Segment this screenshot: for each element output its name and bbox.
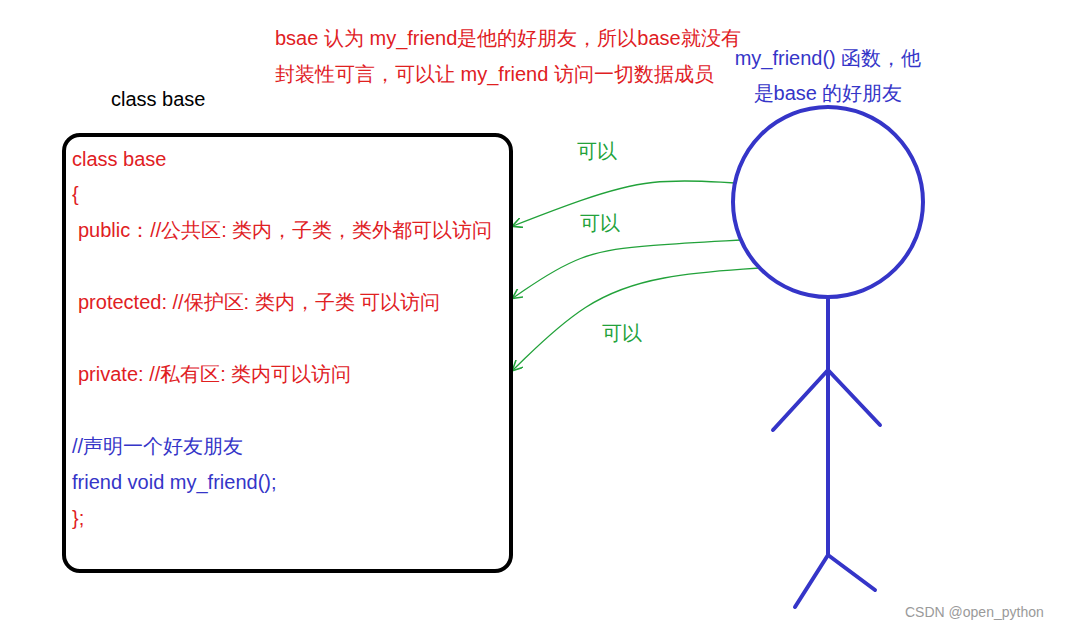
access-connector	[513, 240, 741, 298]
access-line: private: //私有区: 类内可以访问	[78, 362, 351, 386]
figure-arm	[773, 370, 828, 430]
head-outline	[731, 105, 925, 299]
edge-label: 可以	[575, 140, 619, 162]
figure-leg	[828, 555, 875, 590]
explanation-note: bsae 认为 my_friend是他的好朋友，所以base就没有封装性可言，可…	[275, 20, 745, 92]
friend-caption: my_friend() 函数，他是base 的好朋友	[725, 41, 931, 111]
watermark: CSDN @open_python	[905, 603, 1044, 621]
comment-line: //声明一个好友朋友	[72, 434, 243, 458]
access-line: public：//公共区: 类内，子类，类外都可以访问	[78, 218, 492, 242]
figure-leg	[795, 555, 828, 607]
friend-declaration: friend void my_friend();	[72, 470, 277, 494]
code-line: class base	[72, 147, 167, 171]
edge-label: 可以	[600, 322, 644, 344]
code-line: {	[72, 182, 79, 206]
figure-body	[826, 299, 830, 555]
class-box: class baseclass base{public：//公共区: 类内，子类…	[62, 133, 513, 573]
friend-head: my_friend() 函数，他是base 的好朋友	[731, 105, 925, 299]
access-connector	[513, 181, 735, 226]
class-heading: class base	[111, 87, 206, 111]
figure-arm	[828, 370, 880, 425]
code-line: };	[72, 506, 84, 530]
edge-label: 可以	[578, 212, 622, 234]
access-line: protected: //保护区: 类内，子类 可以访问	[78, 290, 440, 314]
access-connector	[513, 268, 760, 370]
